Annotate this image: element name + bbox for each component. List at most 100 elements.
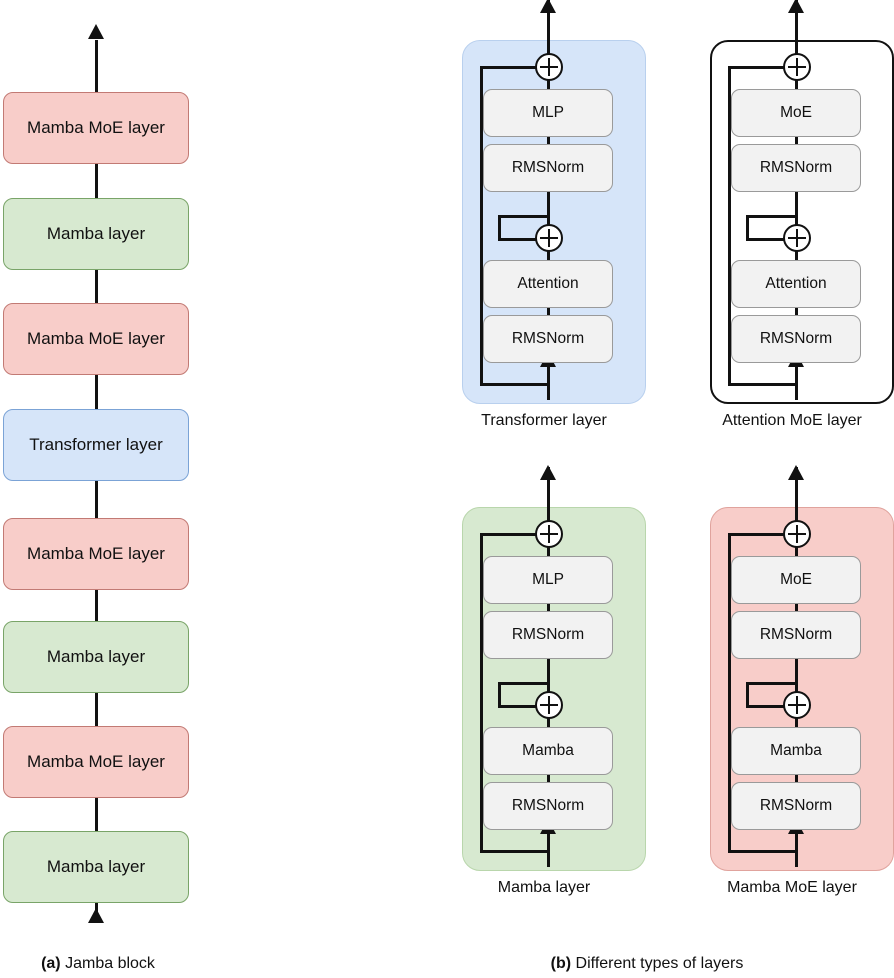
block-2[interactable]: Attention [483, 260, 613, 308]
jamba-layer-7-label: Mamba layer [46, 857, 146, 876]
card-mamba-moe-layer[interactable]: MoE RMSNorm Mamba RMSNorm Mamba MoE laye… [690, 465, 894, 897]
jamba-layer-0[interactable]: Mamba MoE layer [3, 92, 189, 164]
block-2-label: Mamba [522, 742, 574, 759]
jamba-layer-4[interactable]: Mamba MoE layer [3, 518, 189, 590]
jamba-layer-1[interactable]: Mamba layer [3, 198, 189, 270]
residual-outer-top-wire [480, 533, 550, 536]
jamba-layer-6-label: Mamba MoE layer [27, 752, 165, 771]
block-2[interactable]: Attention [731, 260, 861, 308]
block-0[interactable]: MoE [731, 89, 861, 137]
block-3[interactable]: RMSNorm [731, 315, 861, 363]
jamba-layer-3-label: Transformer layer [29, 435, 163, 454]
card-label: Mamba layer [497, 879, 591, 896]
residual-outer-top-wire [480, 66, 550, 69]
card-flow-line [547, 0, 550, 400]
add-operator-top-icon [534, 53, 563, 81]
block-1[interactable]: RMSNorm [483, 611, 613, 659]
add-operator-bottom-icon [782, 224, 811, 252]
residual-outer-bottom-wire [480, 383, 550, 386]
caption-a-text: Jamba block [65, 955, 155, 972]
block-3-label: RMSNorm [511, 330, 585, 347]
card-output-arrow-icon [788, 0, 804, 13]
jamba-layer-5[interactable]: Mamba layer [3, 621, 189, 693]
block-2-label: Attention [765, 275, 827, 292]
block-1-label: RMSNorm [511, 159, 585, 176]
block-1[interactable]: RMSNorm [731, 611, 861, 659]
residual-inner-left-wire [498, 215, 501, 241]
block-2[interactable]: Mamba [483, 727, 613, 775]
residual-outer-top-wire [728, 66, 798, 69]
residual-inner-top-wire [498, 215, 550, 218]
jamba-layer-1-label: Mamba layer [46, 224, 146, 243]
block-3[interactable]: RMSNorm [483, 782, 613, 830]
add-operator-top-icon [534, 520, 563, 548]
residual-inner-top-wire [498, 682, 550, 685]
block-0[interactable]: MLP [483, 89, 613, 137]
residual-outer-left-wire [480, 66, 483, 385]
residual-inner-left-wire [746, 215, 749, 241]
block-2[interactable]: Mamba [731, 727, 861, 775]
residual-outer-left-wire [480, 533, 483, 852]
card-output-arrow-icon [540, 465, 556, 480]
jamba-layer-4-label: Mamba MoE layer [27, 544, 165, 563]
block-1[interactable]: RMSNorm [483, 144, 613, 192]
residual-inner-bottom-wire [498, 238, 550, 241]
residual-inner-left-wire [746, 682, 749, 708]
layer-types-diagram: MLP RMSNorm Attention RMSNorm Transforme… [400, 0, 894, 978]
block-2-label: Attention [517, 275, 579, 292]
block-3[interactable]: RMSNorm [483, 315, 613, 363]
block-3-label: RMSNorm [511, 797, 585, 814]
add-operator-top-icon [782, 53, 811, 81]
block-3-label: RMSNorm [759, 330, 833, 347]
card-flow-line [795, 0, 798, 400]
caption-b-prefix: (b) [550, 955, 572, 972]
residual-outer-bottom-wire [480, 850, 550, 853]
card-attention-moe-layer[interactable]: MoE RMSNorm Attention RMSNorm Attention … [690, 0, 894, 430]
jamba-layer-2-label: Mamba MoE layer [27, 329, 165, 348]
block-1-label: RMSNorm [759, 626, 833, 643]
block-0[interactable]: MoE [731, 556, 861, 604]
card-label: Transformer layer [481, 412, 607, 429]
caption-b: (b) Different types of layers [477, 955, 817, 973]
add-operator-bottom-icon [534, 224, 563, 252]
jamba-layer-7[interactable]: Mamba layer [3, 831, 189, 903]
residual-outer-top-wire [728, 533, 798, 536]
jamba-layer-0-label: Mamba MoE layer [27, 118, 165, 137]
jamba-layer-2[interactable]: Mamba MoE layer [3, 303, 189, 375]
caption-a: (a) Jamba block [0, 955, 196, 973]
card-flow-line [795, 467, 798, 867]
block-0-label: MLP [532, 104, 564, 121]
add-operator-bottom-icon [782, 691, 811, 719]
residual-outer-bottom-wire [728, 383, 798, 386]
residual-inner-bottom-wire [746, 705, 798, 708]
caption-a-prefix: (a) [41, 955, 61, 972]
card-output-arrow-icon [788, 465, 804, 480]
card-transformer-layer[interactable]: MLP RMSNorm Attention RMSNorm Transforme… [442, 0, 646, 430]
jamba-input-arrow-icon [88, 908, 104, 923]
jamba-layer-3[interactable]: Transformer layer [3, 409, 189, 481]
residual-outer-left-wire [728, 66, 731, 385]
block-0-label: MoE [780, 104, 812, 121]
residual-inner-bottom-wire [746, 238, 798, 241]
residual-outer-left-wire [728, 533, 731, 852]
jamba-output-arrow-icon [88, 24, 104, 39]
jamba-layer-6[interactable]: Mamba MoE layer [3, 726, 189, 798]
card-flow-line [547, 467, 550, 867]
residual-inner-top-wire [746, 682, 798, 685]
jamba-block-diagram: Mamba MoE layer Mamba layer Mamba MoE la… [0, 0, 230, 978]
residual-inner-bottom-wire [498, 705, 550, 708]
caption-b-text: Different types of layers [575, 955, 744, 972]
block-0-label: MoE [780, 571, 812, 588]
block-1-label: RMSNorm [759, 159, 833, 176]
block-1[interactable]: RMSNorm [731, 144, 861, 192]
block-2-label: Mamba [770, 742, 822, 759]
block-1-label: RMSNorm [511, 626, 585, 643]
residual-inner-top-wire [746, 215, 798, 218]
card-mamba-layer[interactable]: MLP RMSNorm Mamba RMSNorm Mamba layer [442, 465, 646, 897]
residual-outer-bottom-wire [728, 850, 798, 853]
block-3[interactable]: RMSNorm [731, 782, 861, 830]
block-0[interactable]: MLP [483, 556, 613, 604]
card-output-arrow-icon [540, 0, 556, 13]
card-label: Mamba MoE layer [727, 879, 857, 896]
